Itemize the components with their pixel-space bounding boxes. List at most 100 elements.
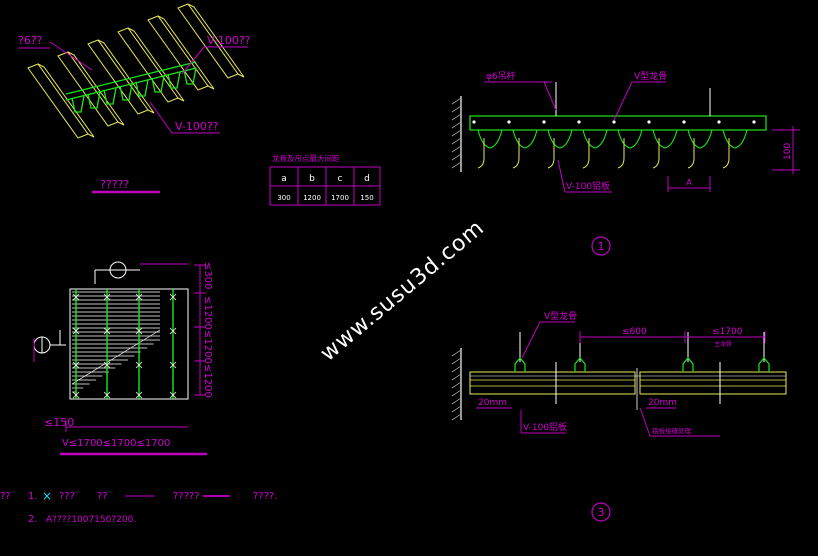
- s1-keel-tooth: [512, 129, 538, 149]
- wall-hatch-line: [451, 105, 462, 113]
- plan-dim-right-2: ≤1200: [202, 330, 213, 364]
- s3-clip: [682, 357, 694, 372]
- table-value-a: 300: [277, 194, 290, 202]
- plan-hanger-mark: [103, 361, 111, 369]
- s3-dim-1700: ≤1700: [712, 327, 743, 337]
- s1-strip: [722, 138, 730, 169]
- wall-hatch-line: [451, 97, 462, 105]
- iso-keel-tooth: [87, 91, 101, 109]
- table-header-a: a: [281, 174, 287, 184]
- s1-keel-hole: [717, 120, 721, 124]
- iso-strip-edge: [187, 3, 245, 78]
- s3-clip: [514, 357, 526, 372]
- s1-keel-hole: [472, 120, 476, 124]
- cross-mark-icon: ×: [42, 489, 52, 503]
- iso-strip: [117, 27, 179, 103]
- s3-label-main: 主龙骨: [714, 340, 732, 348]
- s1-keel-hole: [507, 120, 511, 124]
- s1-keel-tooth: [687, 129, 713, 149]
- spacing-table: 龙骨及吊点最大间距 a b c d 300 1200 1700 150: [269, 153, 381, 206]
- wall-hatch-line: [451, 113, 462, 121]
- plan-dim-right-1: ≤1200: [202, 296, 213, 330]
- iso-label-top-right: V-100??: [207, 34, 251, 47]
- notes: ?? 1. × ??? ?? ????? ????. 2. A????10071…: [0, 489, 277, 525]
- iso-label-bottom: V-100??: [175, 120, 219, 133]
- s3-clip: [574, 357, 586, 372]
- s1-strip: [512, 138, 520, 169]
- wall-hatch-line: [451, 129, 462, 137]
- s1-dim-height: 100: [783, 143, 793, 160]
- wall-hatch-line: [451, 389, 462, 397]
- s1-number: 1: [598, 240, 605, 253]
- notes-t2: ??: [97, 491, 108, 502]
- wall-hatch-line: [451, 137, 462, 145]
- iso-keel-tooth: [71, 95, 85, 113]
- plan-hanger-mark: [169, 327, 177, 335]
- iso-keel-tooth: [119, 83, 133, 101]
- iso-keel-top: [65, 61, 197, 95]
- iso-label-top-left: ?6??: [18, 34, 43, 47]
- plan-dim-left-bottom: ≤150: [44, 416, 74, 429]
- iso-caption: ?????: [100, 178, 129, 191]
- s1-dim-a: A: [686, 178, 692, 187]
- s1-keel-hole: [647, 120, 651, 124]
- wall-hatch-line: [451, 121, 462, 129]
- s3-dim-20-left: 20mm: [478, 398, 507, 408]
- iso-strip: [27, 63, 89, 139]
- watermark-text: www.susu3d.com: [316, 215, 490, 366]
- table-title: 龙骨及吊点最大间距: [272, 153, 340, 163]
- plan-hanger-mark: [72, 391, 80, 399]
- s1-strip: [652, 138, 660, 169]
- notes-t1: ???: [59, 491, 75, 502]
- s1-keel-tooth: [652, 129, 678, 149]
- notes-n1: 1.: [28, 491, 38, 502]
- table-header-c: c: [338, 174, 343, 184]
- s1-strip: [582, 138, 590, 169]
- plan-hanger-mark: [135, 327, 143, 335]
- wall-hatch-line: [451, 365, 462, 373]
- plan-view: ≤300 ≤1200 ≤1200 ≤1200 ≤150 V≤1700≤1700≤…: [33, 261, 213, 456]
- s3-label-strip: V-100铝板: [523, 421, 567, 433]
- notes-n2: 2.: [28, 514, 38, 525]
- notes-t4: ????.: [253, 491, 277, 502]
- plan-dim-bottom: V≤1700≤1700≤1700: [62, 438, 170, 449]
- plan-dim-right-top: ≤300: [202, 262, 213, 289]
- s1-label-keel: V型龙骨: [634, 70, 667, 82]
- s3-number: 3: [598, 506, 605, 519]
- s1-keel-hole: [752, 120, 756, 124]
- plan-hanger-mark: [169, 391, 177, 399]
- section-3: V型龙骨 ≤600 ≤1700 主龙骨 20mm 20mm V-100铝板 铝板…: [451, 310, 787, 522]
- wall-hatch-line: [451, 397, 462, 405]
- s3-dim-20-right: 20mm: [648, 398, 677, 408]
- wall-hatch-line: [451, 381, 462, 389]
- plan-hanger-mark: [135, 293, 143, 301]
- iso-strip: [87, 39, 149, 115]
- s1-strip: [617, 138, 625, 169]
- wall-hatch-line: [451, 161, 462, 169]
- s1-keel-hole: [612, 120, 616, 124]
- s1-keel-hole: [542, 120, 546, 124]
- section-1: φ6吊杆 V型龙骨 V-100铝板 A 100 1: [451, 70, 800, 256]
- s1-keel-hole: [682, 120, 686, 124]
- wall-hatch-line: [451, 405, 462, 413]
- s1-keel-tooth: [547, 129, 573, 149]
- table-header-b: b: [309, 174, 315, 184]
- plan-hanger-mark: [169, 293, 177, 301]
- plan-hanger-mark: [135, 361, 143, 369]
- s1-keel-tooth: [617, 129, 643, 149]
- plan-hanger-mark: [103, 391, 111, 399]
- notes-t3: ?????: [173, 491, 200, 502]
- s1-keel-tooth: [582, 129, 608, 149]
- s3-label-joint: 铝板接缝处理: [652, 426, 692, 435]
- s3-dim-600: ≤600: [622, 327, 647, 337]
- iso-keel-tooth: [183, 67, 197, 85]
- table-value-c: 1700: [331, 194, 349, 202]
- s1-keel-tooth: [477, 129, 503, 149]
- notes-t5: A????1007150?200.: [46, 515, 136, 525]
- s1-keel-hole: [577, 120, 581, 124]
- plan-hanger-mark: [72, 361, 80, 369]
- s1-label-hanger: φ6吊杆: [486, 70, 516, 82]
- iso-strip-edge: [127, 27, 185, 102]
